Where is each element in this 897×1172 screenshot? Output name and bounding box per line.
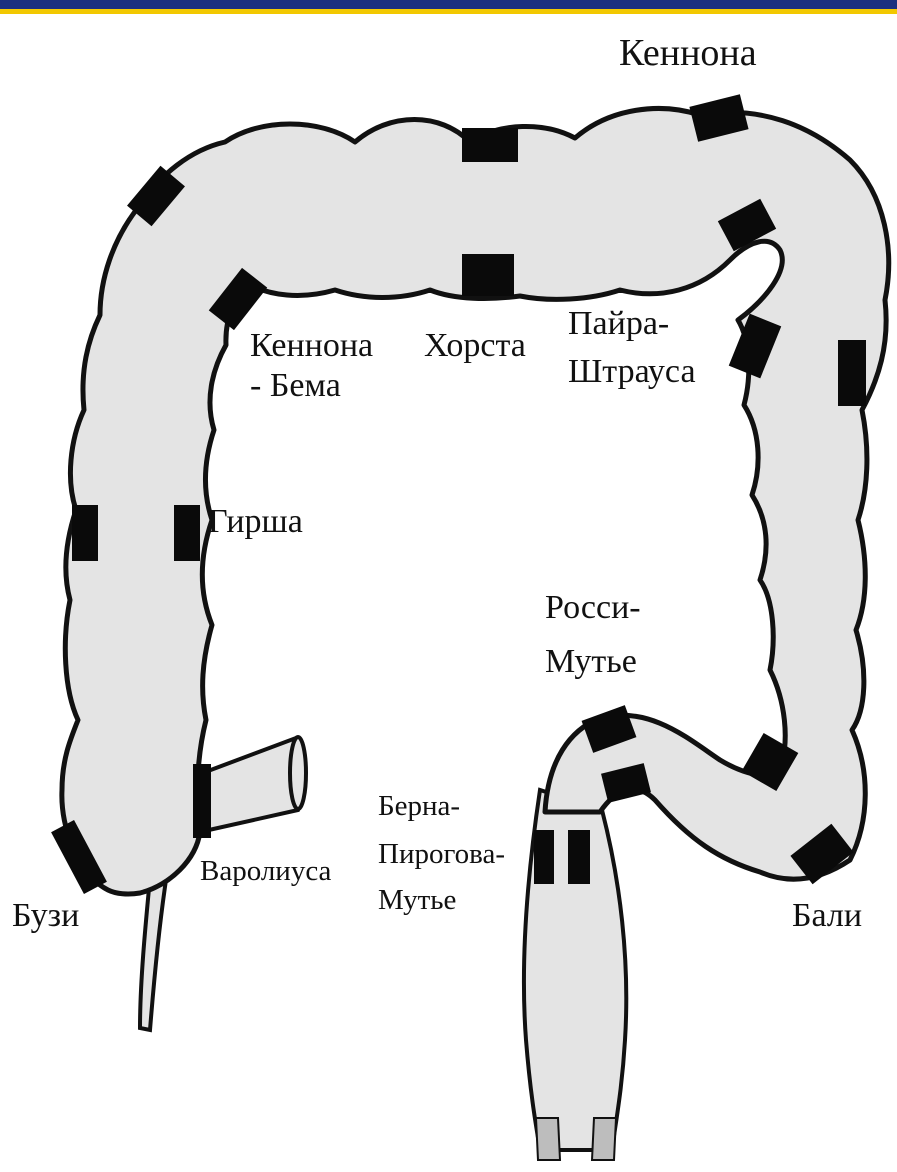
appendix bbox=[140, 878, 166, 1030]
top-header-bar bbox=[0, 0, 897, 14]
label-varoliusa: Варолиуса bbox=[200, 855, 331, 888]
label-berna-line2: Пирогова- bbox=[378, 838, 505, 871]
label-rossi-line2: Мутье bbox=[545, 644, 637, 680]
label-payra-line1: Пайра- bbox=[568, 306, 669, 342]
label-rossi-line1: Росси- bbox=[545, 590, 641, 626]
label-berna-line1: Берна- bbox=[378, 790, 460, 823]
label-bali: Бали bbox=[792, 898, 862, 934]
sphincter-girsha-right bbox=[174, 505, 200, 561]
label-kennona-bema-line1: Кеннона bbox=[250, 328, 373, 364]
label-girsha: Гирша bbox=[208, 504, 303, 540]
sphincter-girsha-left bbox=[72, 505, 98, 561]
label-kennona-top: Кеннона bbox=[619, 34, 757, 74]
label-berna-line3: Мутье bbox=[378, 884, 456, 917]
sphincter-berna-right bbox=[568, 830, 590, 884]
colon-diagram bbox=[0, 14, 897, 1172]
sphincter-horsta-top bbox=[462, 128, 518, 162]
sphincter-berna-left bbox=[534, 830, 554, 884]
ileum bbox=[200, 738, 304, 832]
sphincter-payra-right bbox=[838, 340, 866, 406]
label-payra-line2: Штрауса bbox=[568, 354, 696, 390]
label-kennona-bema-line2: - Бема bbox=[250, 368, 341, 404]
sphincter-horsta-bottom bbox=[462, 254, 514, 296]
ileum-opening bbox=[290, 737, 306, 809]
sphincter-varoliusa bbox=[193, 764, 211, 838]
label-buzi: Бузи bbox=[12, 898, 79, 934]
label-horsta: Хорста bbox=[424, 328, 526, 364]
